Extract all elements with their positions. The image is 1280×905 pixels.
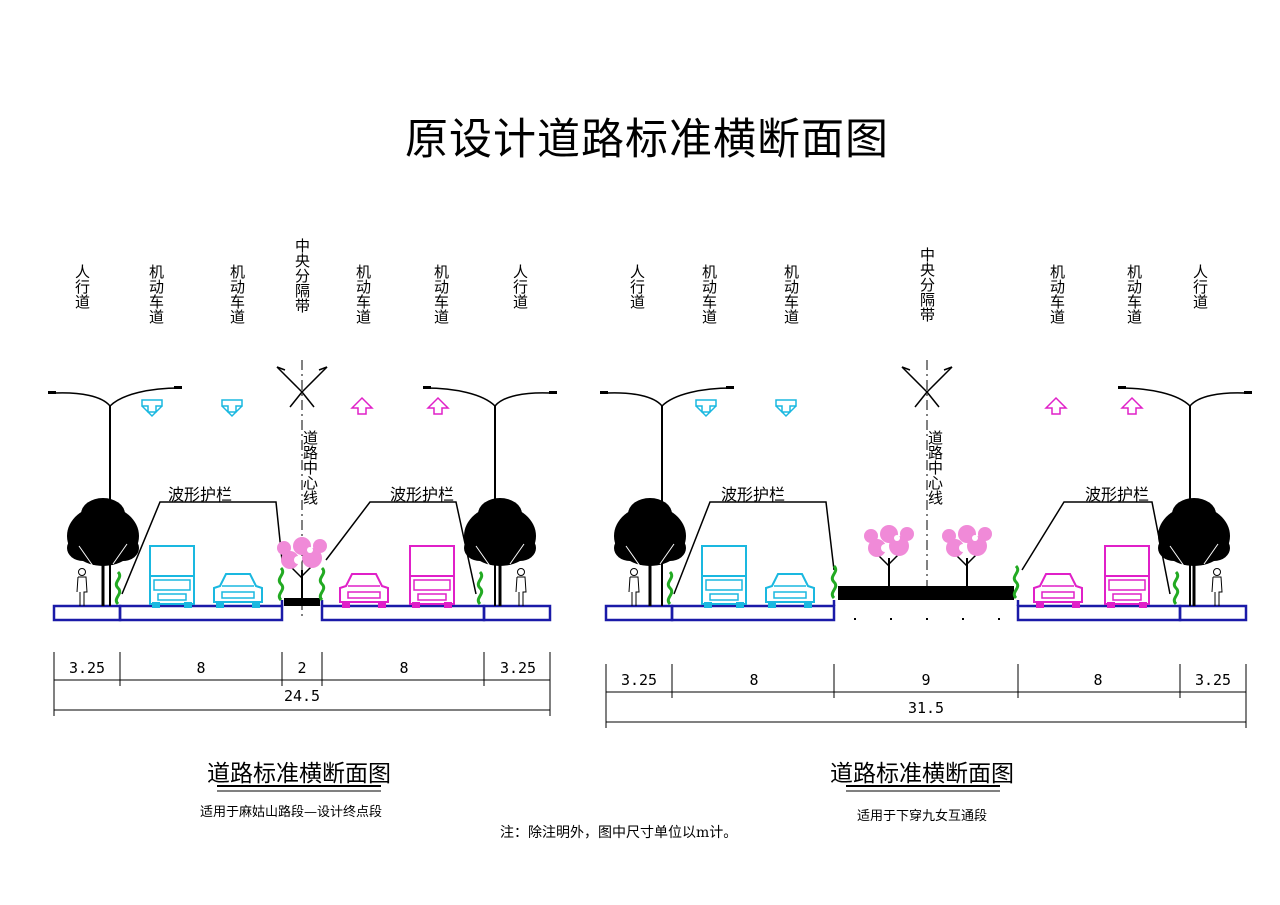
subtitle: 道路标准横断面图 — [207, 761, 391, 787]
label-lane-3: 机动车道 — [1048, 264, 1066, 324]
label-lane-4: 机动车道 — [432, 264, 450, 324]
subtitle: 道路标准横断面图 — [830, 761, 1014, 787]
label-sidewalk-right: 人行道 — [1191, 264, 1209, 309]
applies-to: 适用于麻姑山路段—设计终点段 — [199, 805, 383, 820]
label-sidewalk-right: 人行道 — [511, 264, 529, 309]
dim-lanes-left: 8 — [749, 671, 759, 689]
label-lane-1: 机动车道 — [147, 264, 165, 324]
label-guardrail-right: 波形护栏 — [1085, 485, 1150, 504]
main-title: 原设计道路标准横断面图 — [405, 115, 889, 165]
dim-sidewalk-right: 3.25 — [499, 659, 537, 677]
label-median: 中央分隔带 — [918, 247, 936, 322]
label-sidewalk-left: 人行道 — [628, 264, 646, 309]
dim-sidewalk-right: 3.25 — [1194, 671, 1232, 689]
label-centerline: 道路中心线 — [301, 430, 319, 505]
dim-sidewalk-left: 3.25 — [68, 659, 106, 677]
dim-lanes-right: 8 — [399, 659, 409, 677]
label-sidewalk-left: 人行道 — [73, 264, 91, 309]
label-lane-2: 机动车道 — [782, 264, 800, 324]
label-lane-3: 机动车道 — [354, 264, 372, 324]
dim-total: 31.5 — [907, 699, 945, 717]
label-guardrail-left: 波形护栏 — [168, 485, 233, 504]
label-guardrail-left: 波形护栏 — [721, 485, 786, 504]
dim-lanes-right: 8 — [1093, 671, 1103, 689]
dim-median: 2 — [297, 659, 307, 677]
label-lane-2: 机动车道 — [228, 264, 246, 324]
dim-median: 9 — [921, 671, 931, 689]
right-section — [599, 360, 1253, 792]
label-lane-1: 机动车道 — [700, 264, 718, 324]
units-note: 注：除注明外，图中尺寸单位以m计。 — [500, 825, 738, 841]
applies-to: 适用于下穿九女互通段 — [856, 809, 988, 824]
label-centerline: 道路中心线 — [926, 430, 944, 505]
label-guardrail-right: 波形护栏 — [390, 485, 455, 504]
label-median: 中央分隔带 — [293, 238, 311, 313]
dim-sidewalk-left: 3.25 — [620, 671, 658, 689]
dim-total: 24.5 — [283, 687, 321, 705]
dim-lanes-left: 8 — [196, 659, 206, 677]
left-section — [47, 360, 558, 792]
label-lane-4: 机动车道 — [1125, 264, 1143, 324]
